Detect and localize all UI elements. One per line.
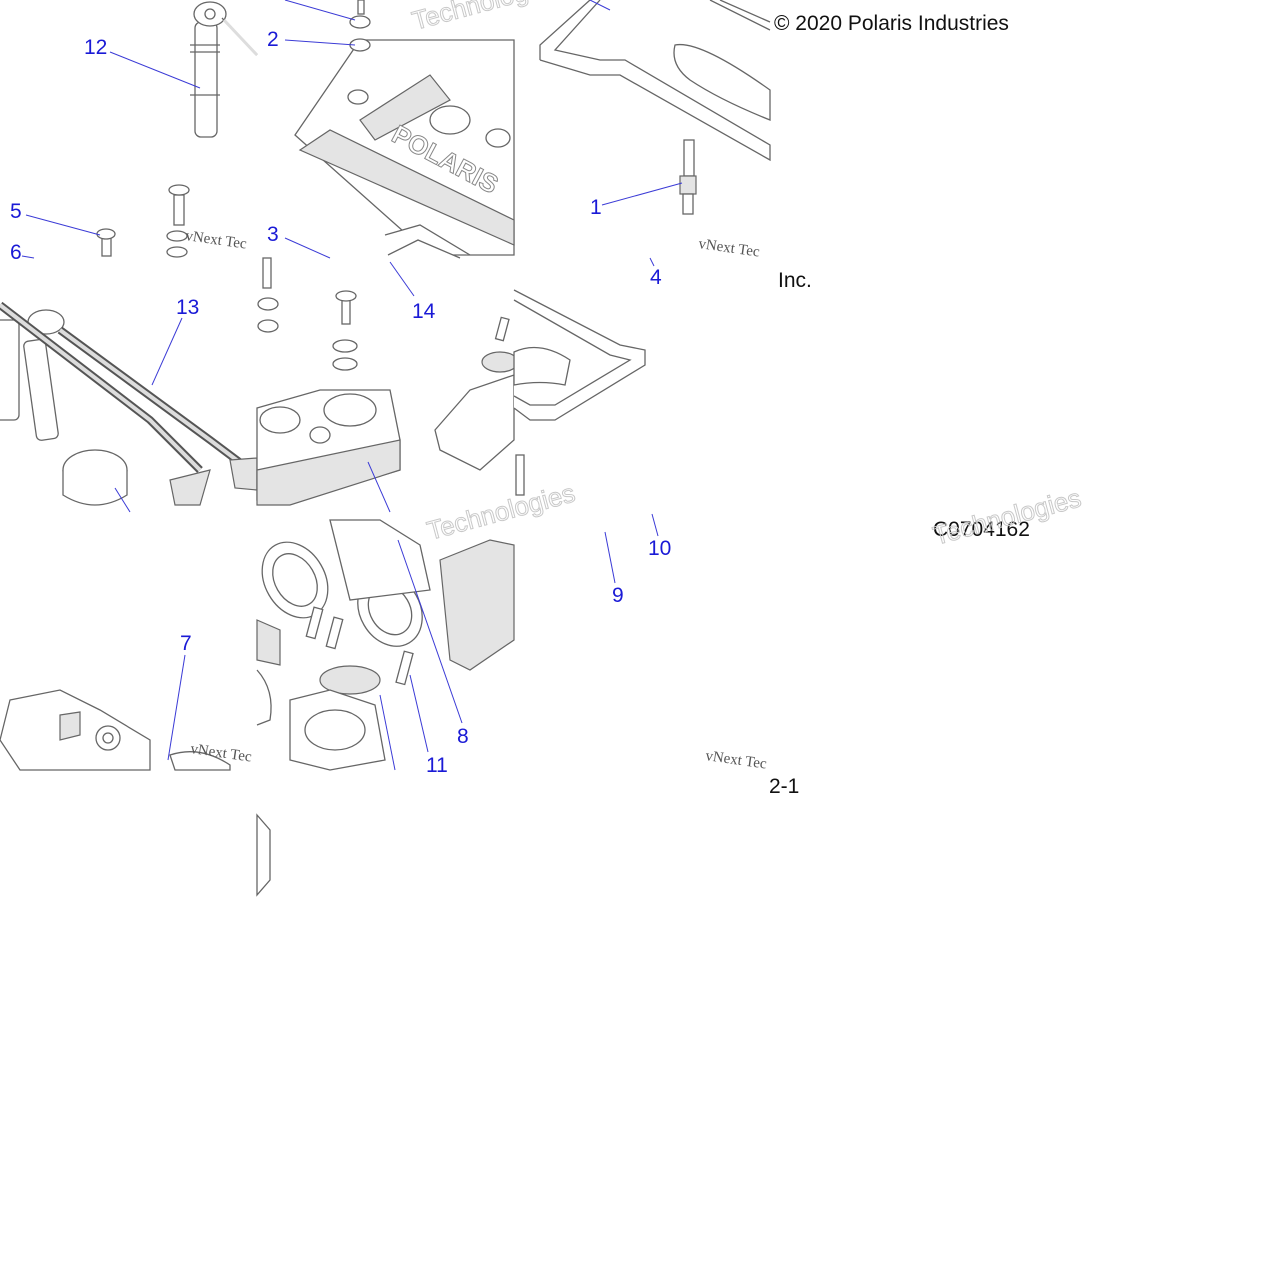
callout-12: 12 xyxy=(84,36,107,59)
spark-plug-top xyxy=(679,139,697,215)
ignition-coils-and-cables xyxy=(0,301,258,506)
callout-14: 14 xyxy=(412,300,436,323)
callout-6: 6 xyxy=(10,241,22,264)
gasket-middle-right xyxy=(513,289,646,496)
callout-11: 11 xyxy=(426,754,448,777)
callout-labels: 12 2 1 5 6 3 14 4 13 10 9 7 8 11 xyxy=(10,28,671,777)
watermark-text: vNext Tec xyxy=(697,236,761,260)
leader-lines xyxy=(21,0,683,771)
copyright-line-2: Inc. xyxy=(778,269,812,292)
watermark-text: vNext Tec xyxy=(184,228,248,252)
valve-cover-lower xyxy=(256,257,401,506)
throttle-body-left xyxy=(0,689,231,771)
screw-and-washer-group-left xyxy=(96,184,190,258)
watermark-text: Technologies xyxy=(424,478,578,546)
valve-cover-gasket-top xyxy=(539,0,771,162)
watermark-text: Technologies xyxy=(409,0,563,36)
callout-8: 8 xyxy=(457,725,469,748)
valve-cover-top: POLARIS xyxy=(294,0,515,256)
page-reference: 2-1 xyxy=(769,775,799,798)
callout-1: 1 xyxy=(590,196,602,219)
copyright-line-1: © 2020 Polaris Industries xyxy=(774,12,1009,35)
callout-4: 4 xyxy=(650,266,662,289)
callout-9: 9 xyxy=(612,584,624,607)
ignition-coil-top xyxy=(190,1,259,138)
callout-13: 13 xyxy=(176,296,199,319)
callout-7: 7 xyxy=(180,632,192,655)
gasket-and-intake-boots xyxy=(384,224,519,471)
watermark-text: vNext Tec xyxy=(704,748,768,772)
callout-3: 3 xyxy=(267,223,279,246)
figure-code: C0704162 xyxy=(933,518,1030,541)
callout-5: 5 xyxy=(10,200,22,223)
callout-10: 10 xyxy=(648,537,671,560)
callout-2: 2 xyxy=(267,28,279,51)
throttle-body-assembly xyxy=(256,519,515,897)
